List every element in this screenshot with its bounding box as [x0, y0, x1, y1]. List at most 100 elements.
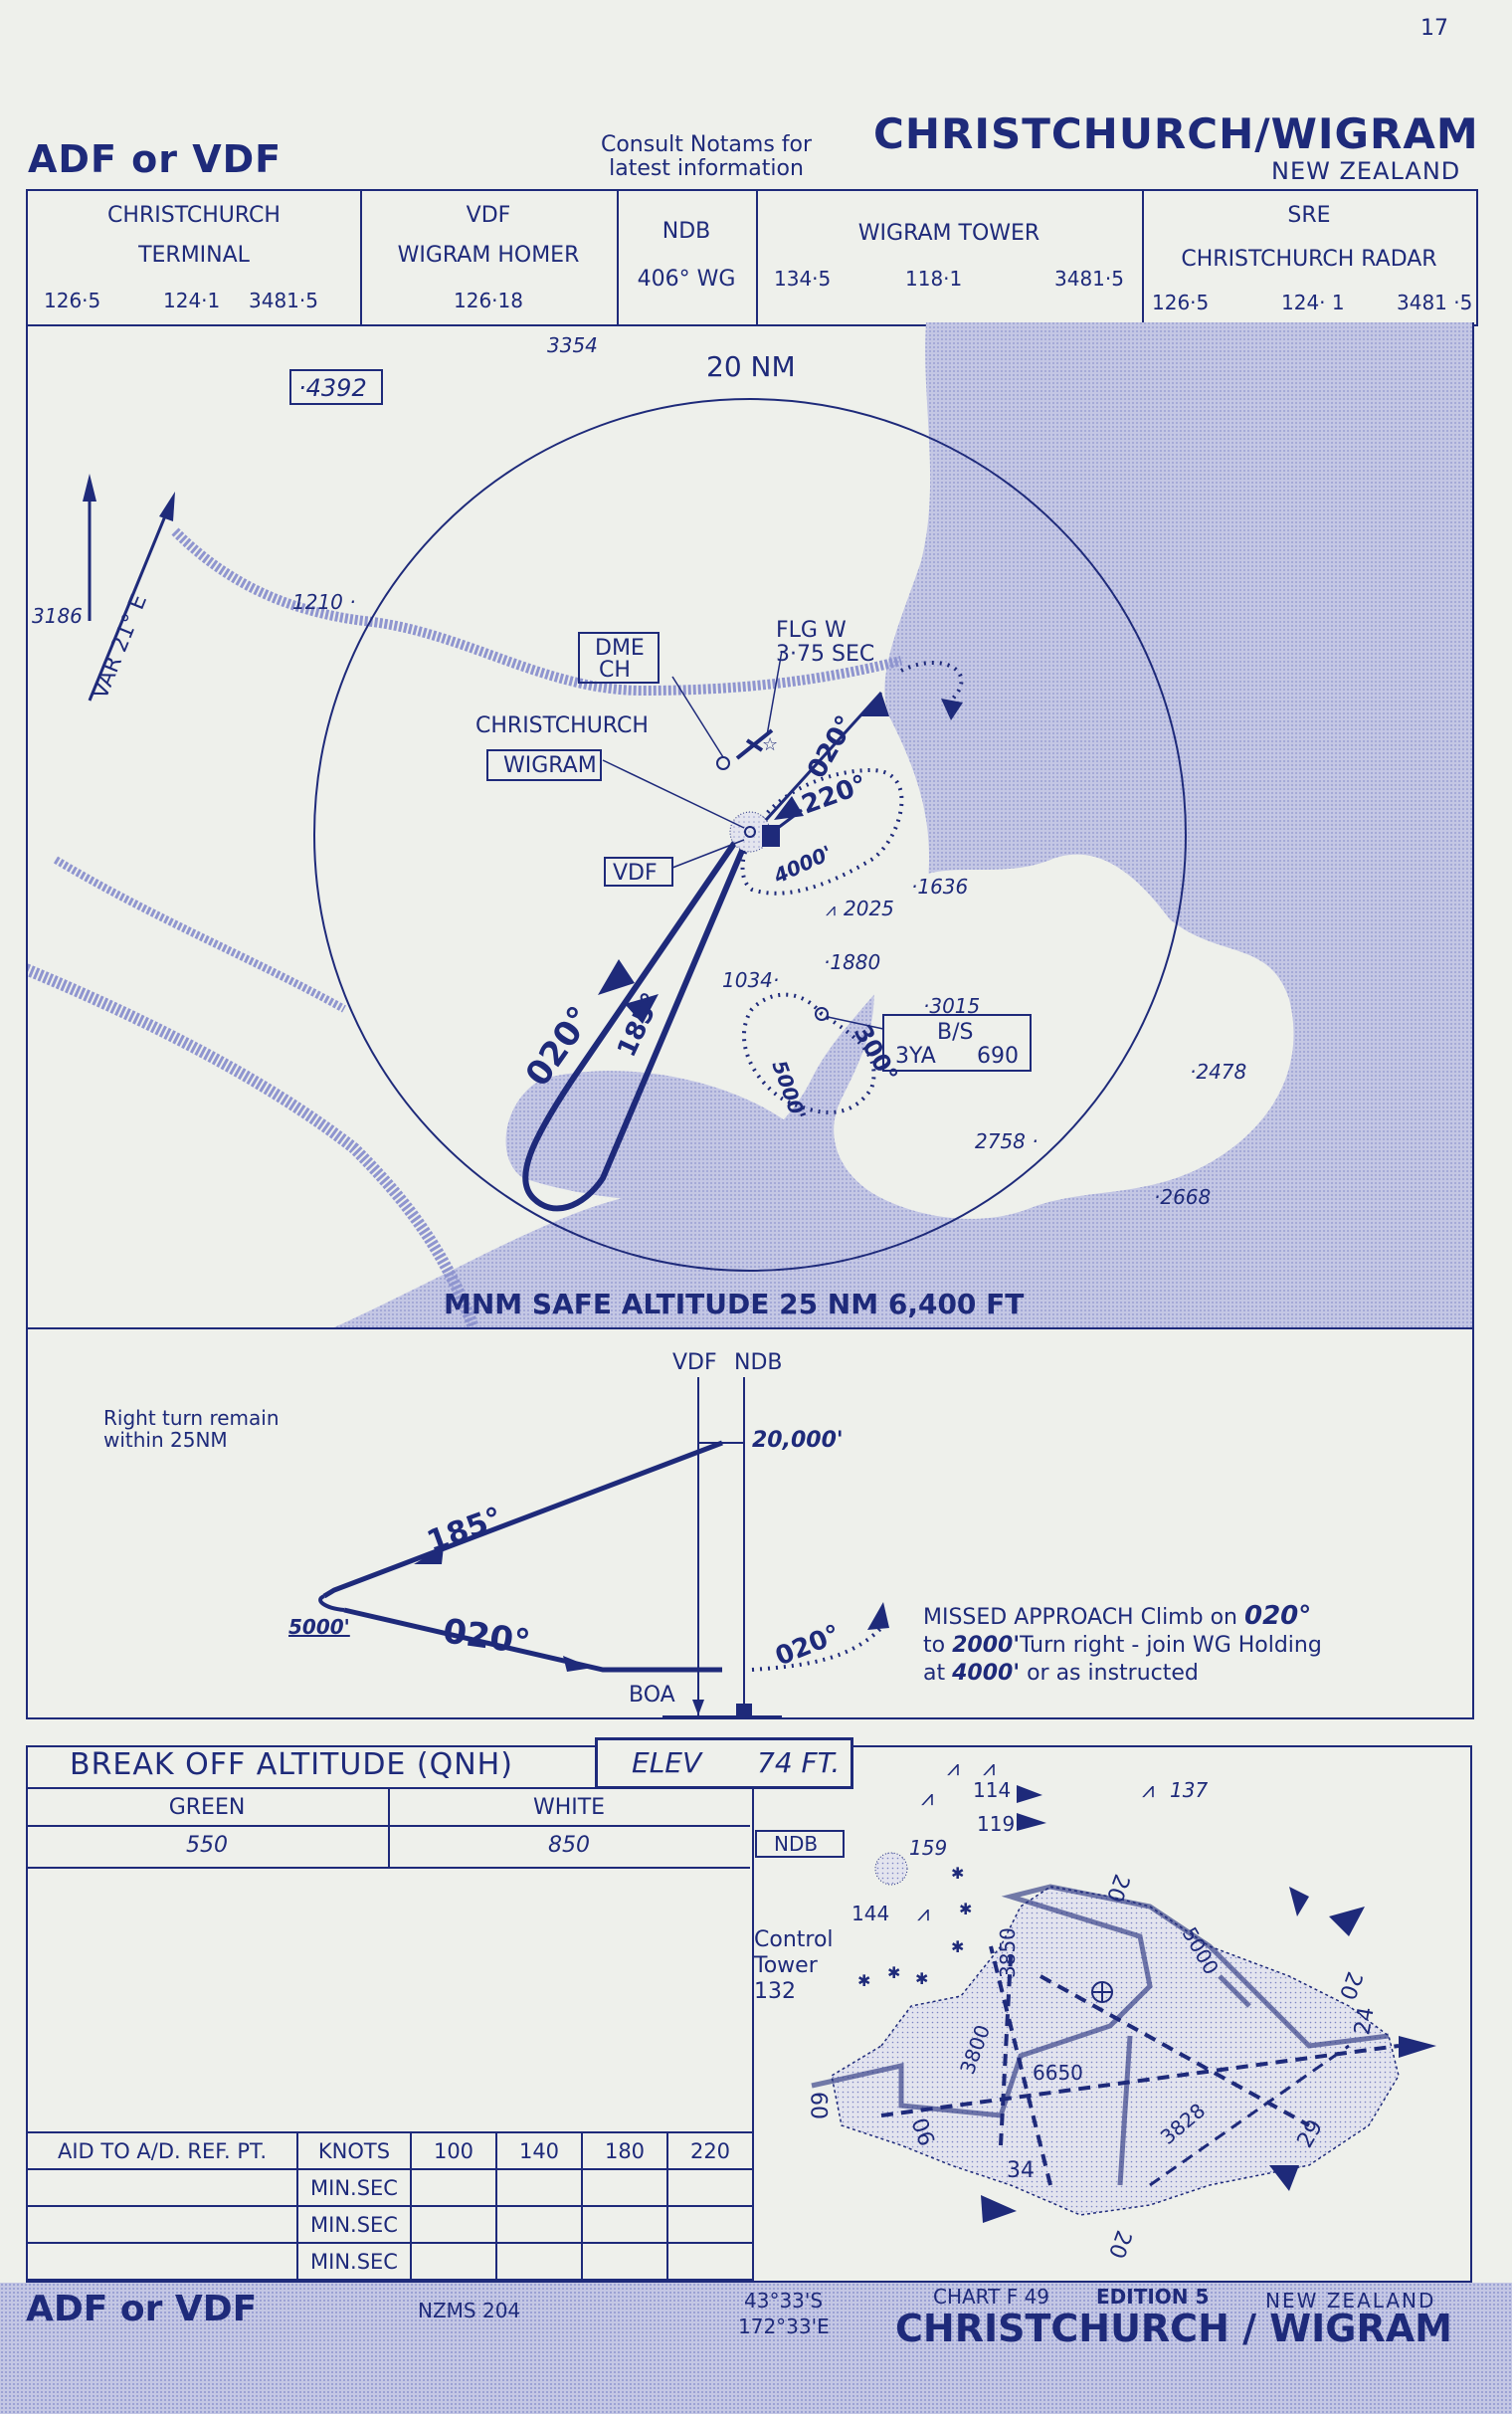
timing-minsec-1: MIN.SEC: [296, 2168, 412, 2207]
box-4392: [289, 369, 383, 405]
taxiway-outline: [811, 1884, 1390, 2186]
range-circle-20nm: [313, 398, 1187, 1272]
label-3186: 3186: [32, 604, 83, 628]
right-turn-note-1: Right turn remain: [103, 1406, 280, 1430]
label-wigram: WIGRAM: [503, 753, 597, 778]
obstacle-icon-1: ⩘: [947, 1756, 959, 1781]
profile-view: VDF NDB 20,000' Right turn remain within…: [103, 1350, 889, 1719]
leader-flg: [766, 650, 783, 736]
profile-turn: [318, 1594, 345, 1612]
christchurch-airport-symbol: [735, 728, 774, 760]
comms-terminal-title2: TERMINAL: [138, 243, 250, 268]
river-rakaia: [26, 963, 479, 1327]
timing-table: AID TO A/D. REF. PT. KNOTS 100 140 180 2…: [26, 2131, 754, 2281]
tree-icon-1: ✱: [951, 1864, 964, 1883]
missed-approach-turn: [900, 661, 964, 703]
footer-nzms: NZMS 204: [418, 2299, 521, 2322]
minima-green-label: GREEN: [168, 1795, 246, 1820]
missed-line-1: MISSED APPROACH Climb on 020°: [923, 1601, 1312, 1631]
notams-line-1: Consult Notams for: [600, 132, 813, 157]
comms-sre-freq-1: 126·5: [1152, 291, 1210, 314]
flag-114: [1017, 1785, 1042, 1803]
approach-track: [522, 830, 753, 1212]
obstacle-icon-137: ⩘: [1142, 1778, 1154, 1803]
tree-icon-2: ✱: [959, 1900, 972, 1918]
river-waimakariri: [171, 527, 903, 697]
comms-sre-freq-3: 3481 ·5: [1397, 291, 1473, 314]
footer-lon: 172°33'E: [738, 2314, 830, 2338]
label-vdf: VDF: [613, 861, 658, 886]
leader-dme: [671, 676, 724, 758]
minima-table: GREEN WHITE 550 850: [26, 1787, 750, 1869]
label-1880: ·1880: [824, 950, 880, 974]
minima-white-label: WHITE: [532, 1795, 606, 1820]
river-selwyn: [53, 856, 346, 1013]
rwy-24-label: 24: [1350, 2005, 1379, 2037]
label-2668: ·2668: [1154, 1185, 1211, 1209]
light-star-icon: ☆: [762, 734, 778, 755]
plan-frame: [26, 322, 1474, 1329]
plan-view: ☆ 3354 ·4392 20 NM VAR 21° E 3186 1210 ·…: [26, 322, 1474, 1327]
runway-3828: [1149, 2044, 1350, 2187]
box-dme: [578, 632, 660, 684]
tree-icon-5: ✱: [857, 1971, 870, 1990]
profile-missed-arrow: [867, 1602, 889, 1630]
label-20nm: 20 NM: [706, 350, 796, 383]
timing-speed-220: 220: [666, 2131, 754, 2170]
control-tower-1: Control: [754, 1927, 834, 1952]
obstacle-icon-2: ⩘: [983, 1756, 995, 1781]
box-bs: [882, 1014, 1032, 1072]
notams-line-2: latest information: [609, 156, 804, 181]
break-off-altitude: BREAK OFF ALTITUDE (QNH): [70, 1747, 513, 1782]
label-1034: 1034·: [722, 968, 779, 992]
aerodrome-diagram: ⩘ ⩘ ⩘ ⩘ ⩘ ✱ ✱ ✱ ✱ ✱ ✱ 114 137 119 159 14…: [753, 1756, 1436, 2262]
timing-header-row: AID TO A/D. REF. PT. KNOTS 100 140 180 2…: [26, 2131, 754, 2170]
comms-sre: SRE CHRISTCHURCH RADAR 126·5 124· 1 3481…: [1142, 191, 1476, 324]
comms-terminal-freq-2: 124·1: [163, 289, 221, 312]
timing-speed-140: 140: [495, 2131, 583, 2170]
bs-3ya-symbol: [815, 1007, 829, 1021]
page-number: 17: [1420, 16, 1448, 41]
obst-114-label: 114: [973, 1778, 1011, 1802]
comms-vdf-title1: VDF: [466, 203, 511, 228]
track-arrow-020-outbound: [861, 693, 889, 716]
timing-speed-180: 180: [581, 2131, 668, 2170]
track-outbound-020: [755, 691, 883, 832]
comms-vdf-title2: WIGRAM HOMER: [397, 243, 580, 268]
timing-row-2: MIN.SEC: [26, 2205, 754, 2244]
obst-119-label: 119: [977, 1812, 1015, 1836]
leader-bs: [827, 1016, 884, 1030]
profile-inbound: [343, 1607, 722, 1673]
peninsula-land: [834, 854, 1294, 1219]
comms-tower-freq-1: 134·5: [774, 267, 832, 291]
comms-tower: WIGRAM TOWER 134·5 118·1 3481·5: [756, 191, 1144, 324]
timing-row-1: MIN.SEC: [26, 2168, 754, 2207]
right-turn-note-2: within 25NM: [103, 1428, 228, 1452]
lower-frame-right: [1470, 1745, 1472, 2281]
elevation-box: ELEV 74 FT.: [595, 1737, 853, 1789]
profile-frame: [26, 1327, 1474, 1719]
control-tower-3: 132: [754, 1979, 796, 2004]
ndb-marker: [736, 1704, 752, 1715]
notams-note: Consult Notams for latest information: [557, 133, 855, 181]
aerodrome-boundary: [831, 1886, 1400, 2216]
comms-tower-title: WIGRAM TOWER: [857, 221, 1040, 246]
profile-alt-20000: 20,000': [752, 1428, 844, 1453]
footer-chart: CHART F 49: [933, 2285, 1050, 2309]
ndb-label: NDB: [774, 1832, 818, 1856]
flag-24: [1399, 2036, 1436, 2058]
label-dme-1: DME: [595, 636, 645, 661]
ndb-aerodrome-symbol: [874, 1852, 908, 1886]
comms-vdf-freq: 126·18: [454, 289, 523, 312]
missed-arrow: [941, 699, 963, 720]
flag-20-bottom: [981, 2195, 1017, 2223]
minima-col-divider: [388, 1789, 390, 1869]
minima-frame: [26, 1745, 754, 2281]
len-3850: 3850: [996, 1927, 1020, 1978]
label-4392: ·4392: [298, 374, 367, 402]
footer-band: [0, 2283, 1512, 2414]
lower-frame-bottom: [26, 2281, 1472, 2283]
runway-5000: [1040, 1974, 1310, 2127]
profile-ndb-label: NDB: [734, 1350, 783, 1375]
missed-line-2: to 2000'Turn right - join WG Holding: [923, 1633, 1322, 1658]
